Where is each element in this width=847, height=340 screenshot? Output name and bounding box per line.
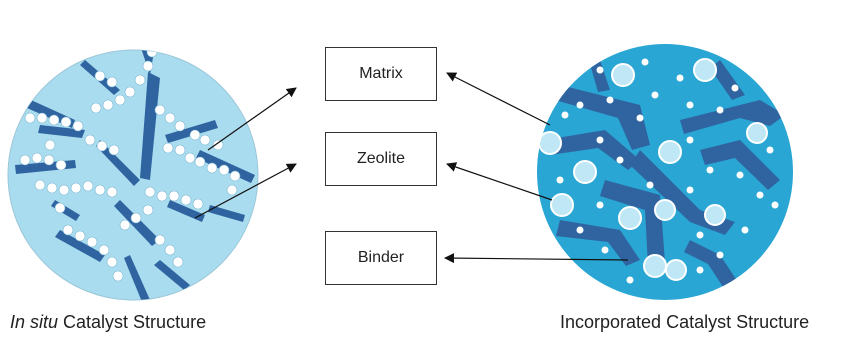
arrow-left-to-zeolite: [194, 163, 297, 219]
in-situ-catalyst-particle: [7, 49, 259, 301]
in-situ-caption-rest: Catalyst Structure: [58, 312, 207, 332]
incorporated-catalyst-particle: [537, 44, 793, 300]
binder-label-box: Binder: [325, 231, 437, 285]
matrix-label-box: Matrix: [325, 47, 437, 101]
arrow-right-to-matrix: [446, 72, 551, 126]
incorporated-binder-particles: [556, 58, 779, 284]
zeolite-label-box: Zeolite: [325, 132, 437, 186]
pointer-arrows: [194, 72, 629, 264]
arrow-right-to-zeolite: [446, 162, 553, 201]
incorporated-caption: Incorporated Catalyst Structure: [560, 312, 810, 332]
arrow-right-to-binder: [444, 253, 629, 264]
arrow-left-to-matrix: [207, 87, 297, 151]
in-situ-caption: In situ Catalyst Structure: [10, 312, 206, 333]
in-situ-caption-italic: In situ: [10, 312, 59, 332]
incorporated-zeolite-crystals: [538, 58, 768, 281]
in-situ-zeolite-spheres: [19, 50, 241, 282]
